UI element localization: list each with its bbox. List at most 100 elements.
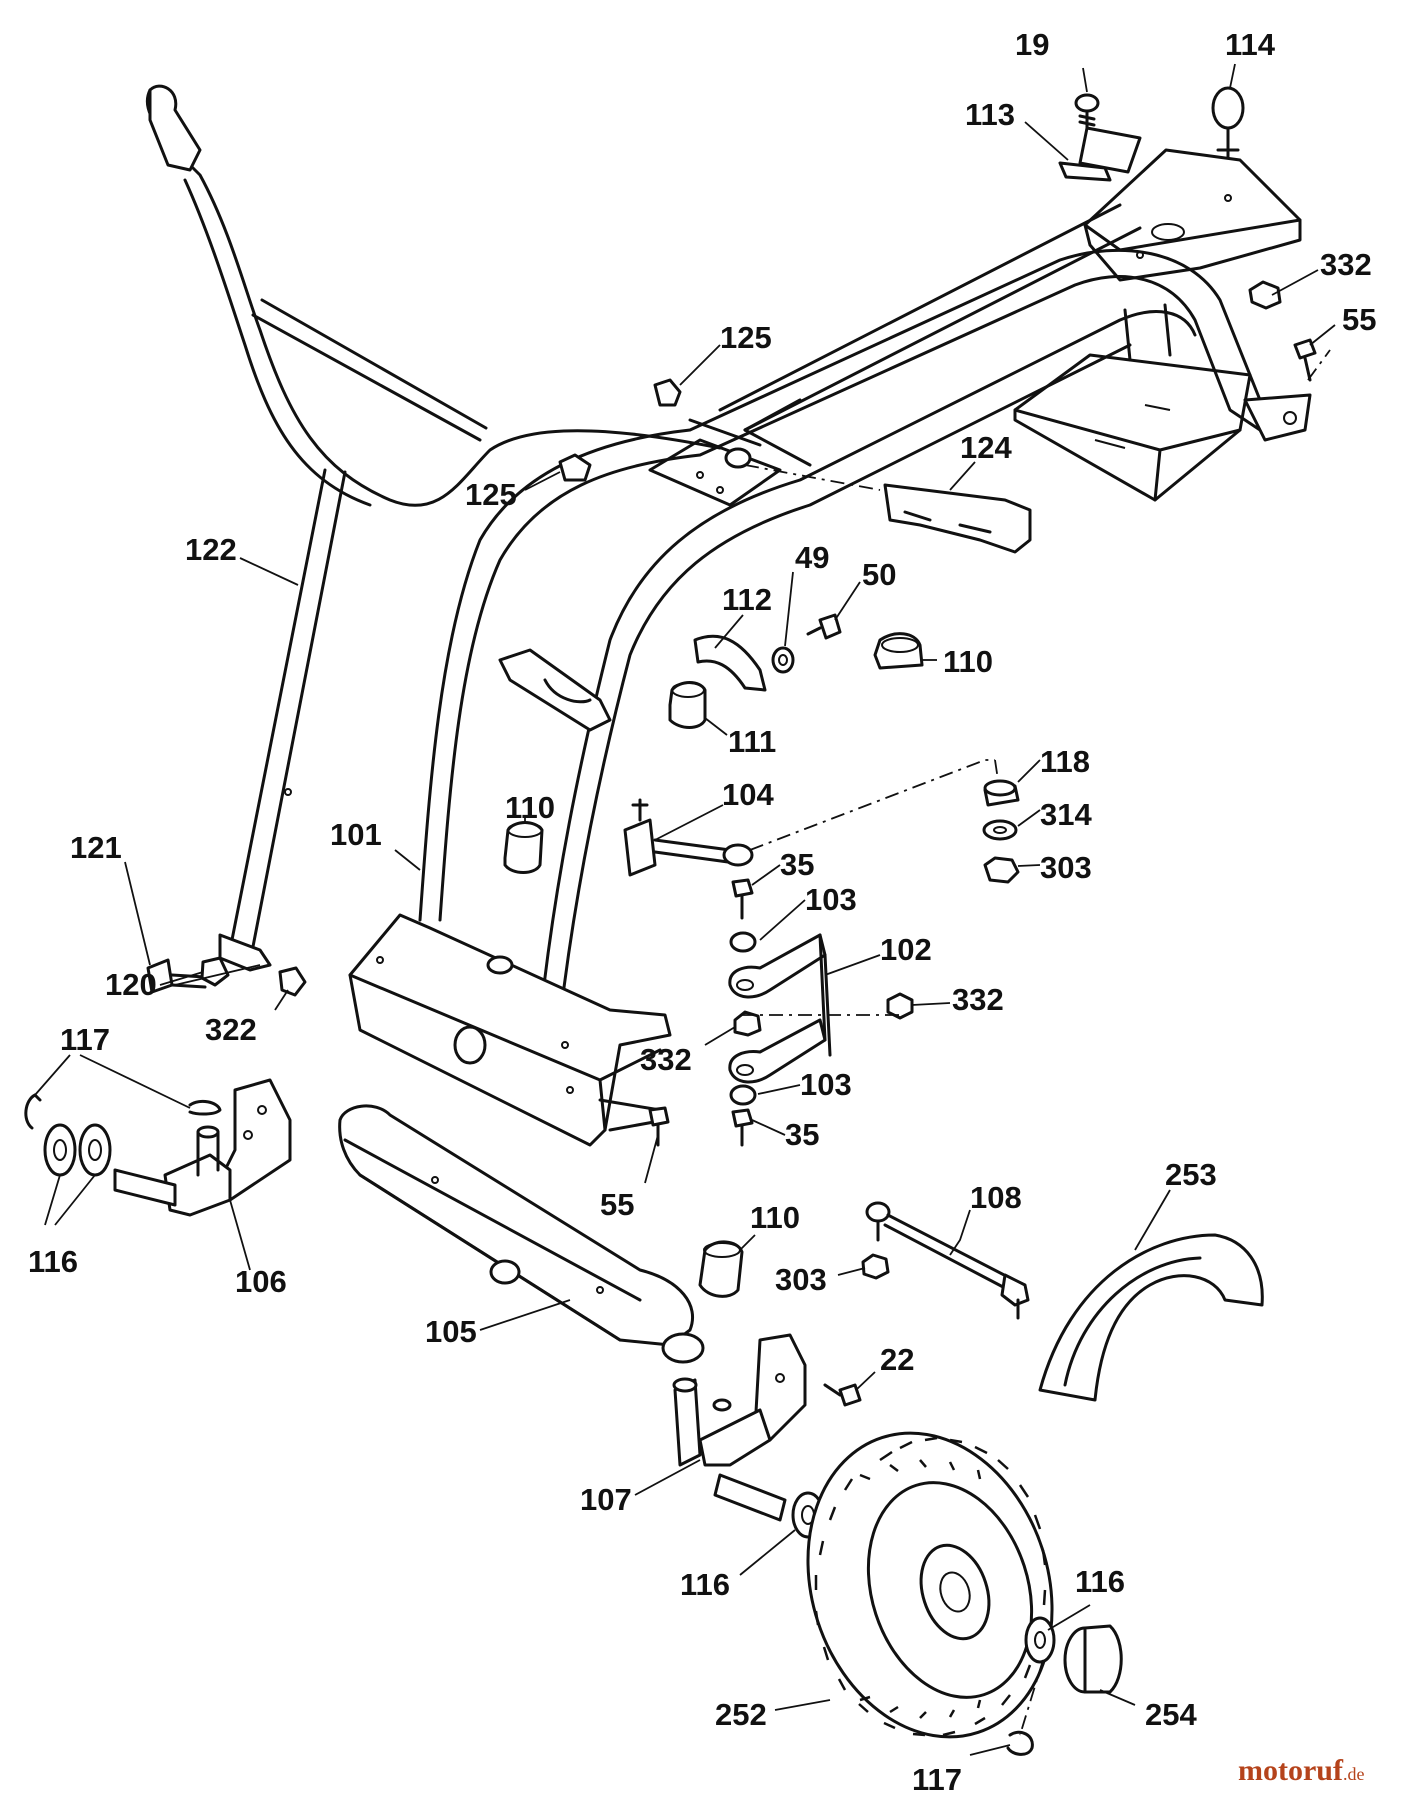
callout-125: 125 (720, 320, 772, 355)
part-122-rod (218, 468, 347, 972)
callout-332: 332 (640, 1042, 692, 1077)
part-22-bolt (823, 1383, 862, 1407)
part-111-bushing (668, 681, 707, 729)
watermark-brand: motoruf (1238, 1754, 1344, 1787)
callout-35: 35 (785, 1117, 819, 1152)
callout-103: 103 (800, 1067, 852, 1102)
callout-113: 113 (965, 97, 1015, 132)
part-console-platform (1013, 148, 1302, 502)
callout-101: 101 (330, 817, 382, 852)
part-50-bolt (806, 613, 842, 640)
part-handlebar (145, 84, 752, 507)
callout-labels: 19 114 113 332 55 125 125 124 122 49 50 … (28, 27, 1376, 1797)
part-110a-bushing (873, 632, 924, 670)
callout-105: 105 (425, 1314, 477, 1349)
svg-text:motoruf.de: motoruf.de (1238, 1754, 1364, 1787)
part-116a-washers (43, 1123, 112, 1177)
callout-107: 107 (580, 1482, 632, 1517)
part-108-tierod (865, 1201, 1030, 1320)
callout-114: 114 (1225, 27, 1276, 62)
part-303a-nut (983, 856, 1020, 884)
part-107-spindle (672, 1333, 807, 1522)
callout-117: 117 (912, 1762, 962, 1797)
part-113-bracket (1058, 126, 1142, 182)
part-254-hubcap (1063, 1624, 1123, 1694)
callout-108: 108 (970, 1180, 1022, 1215)
part-frame-rails (648, 203, 1142, 507)
callout-leader-lines (34, 63, 1336, 1756)
part-117a-clips (24, 1093, 222, 1130)
part-106-bracket (113, 1078, 292, 1217)
callout-19: 19 (1015, 27, 1049, 62)
callout-35: 35 (780, 847, 814, 882)
callout-253: 253 (1165, 1157, 1217, 1192)
callout-111: 111 (728, 724, 776, 759)
callout-303: 303 (775, 1262, 827, 1297)
callout-303: 303 (1040, 850, 1092, 885)
callout-116: 116 (1075, 1564, 1125, 1599)
part-125-plugs (558, 378, 682, 482)
part-332b-nut (733, 1010, 762, 1037)
callout-116: 116 (680, 1567, 730, 1602)
callout-125: 125 (465, 477, 517, 512)
callout-50: 50 (862, 557, 896, 592)
part-124-grip (883, 483, 1032, 554)
parts-drawing (24, 84, 1317, 1756)
callout-118: 118 (1040, 744, 1090, 779)
callout-112: 112 (722, 582, 772, 617)
callout-314: 314 (1040, 797, 1092, 832)
callout-106: 106 (235, 1264, 287, 1299)
watermark-logo: motoruf.de (1238, 1754, 1364, 1787)
part-314-washer (982, 819, 1018, 841)
part-303b-nut (861, 1253, 890, 1280)
part-55b-bolt (648, 1106, 670, 1147)
callout-332: 332 (1320, 247, 1372, 282)
part-103a-bushing (729, 931, 757, 953)
part-120-washer (200, 956, 230, 987)
callout-110: 110 (750, 1200, 800, 1235)
callout-102: 102 (880, 932, 932, 967)
part-332c-nut (886, 992, 914, 1020)
part-main-frame (418, 248, 1312, 1022)
part-117b-clip (1006, 1730, 1034, 1756)
part-101-housing (348, 913, 672, 1147)
assembly-centerlines (740, 349, 1331, 1736)
callout-121: 121 (70, 830, 122, 865)
part-322-nut (278, 966, 307, 997)
part-102-bracket (728, 933, 832, 1084)
part-110b-bushing (503, 821, 544, 874)
part-105-beam (338, 1104, 705, 1364)
callout-117: 117 (60, 1022, 110, 1057)
part-110c-bushing (698, 1240, 744, 1298)
part-49-washer (771, 646, 795, 674)
part-112-clamp (693, 634, 767, 692)
part-19-screw (1074, 93, 1100, 130)
callout-122: 122 (185, 532, 237, 567)
part-103b-bushing (729, 1084, 757, 1106)
callout-110: 110 (943, 644, 993, 679)
part-35a-bolt (731, 878, 754, 920)
callout-322: 322 (205, 1012, 257, 1047)
part-253-fender (1038, 1233, 1264, 1402)
callout-104: 104 (722, 777, 774, 812)
callout-103: 103 (805, 882, 857, 917)
callout-22: 22 (880, 1342, 914, 1377)
callout-124: 124 (960, 430, 1012, 465)
part-114-knob (1211, 86, 1245, 162)
callout-252: 252 (715, 1697, 767, 1732)
part-116c-washer (1024, 1616, 1056, 1664)
part-35b-bolt (731, 1108, 754, 1147)
callout-120: 120 (105, 967, 157, 1002)
part-252-wheel (806, 1431, 1054, 1739)
callout-55: 55 (1342, 302, 1376, 337)
part-118-bushing (983, 779, 1020, 807)
callout-332: 332 (952, 982, 1004, 1017)
callout-254: 254 (1145, 1697, 1197, 1732)
part-104-lever (623, 798, 754, 877)
callout-110: 110 (505, 790, 555, 825)
callout-116: 116 (28, 1244, 78, 1279)
callout-55: 55 (600, 1187, 634, 1222)
watermark-tld: .de (1343, 1764, 1365, 1784)
part-332a-nut (1248, 280, 1282, 310)
